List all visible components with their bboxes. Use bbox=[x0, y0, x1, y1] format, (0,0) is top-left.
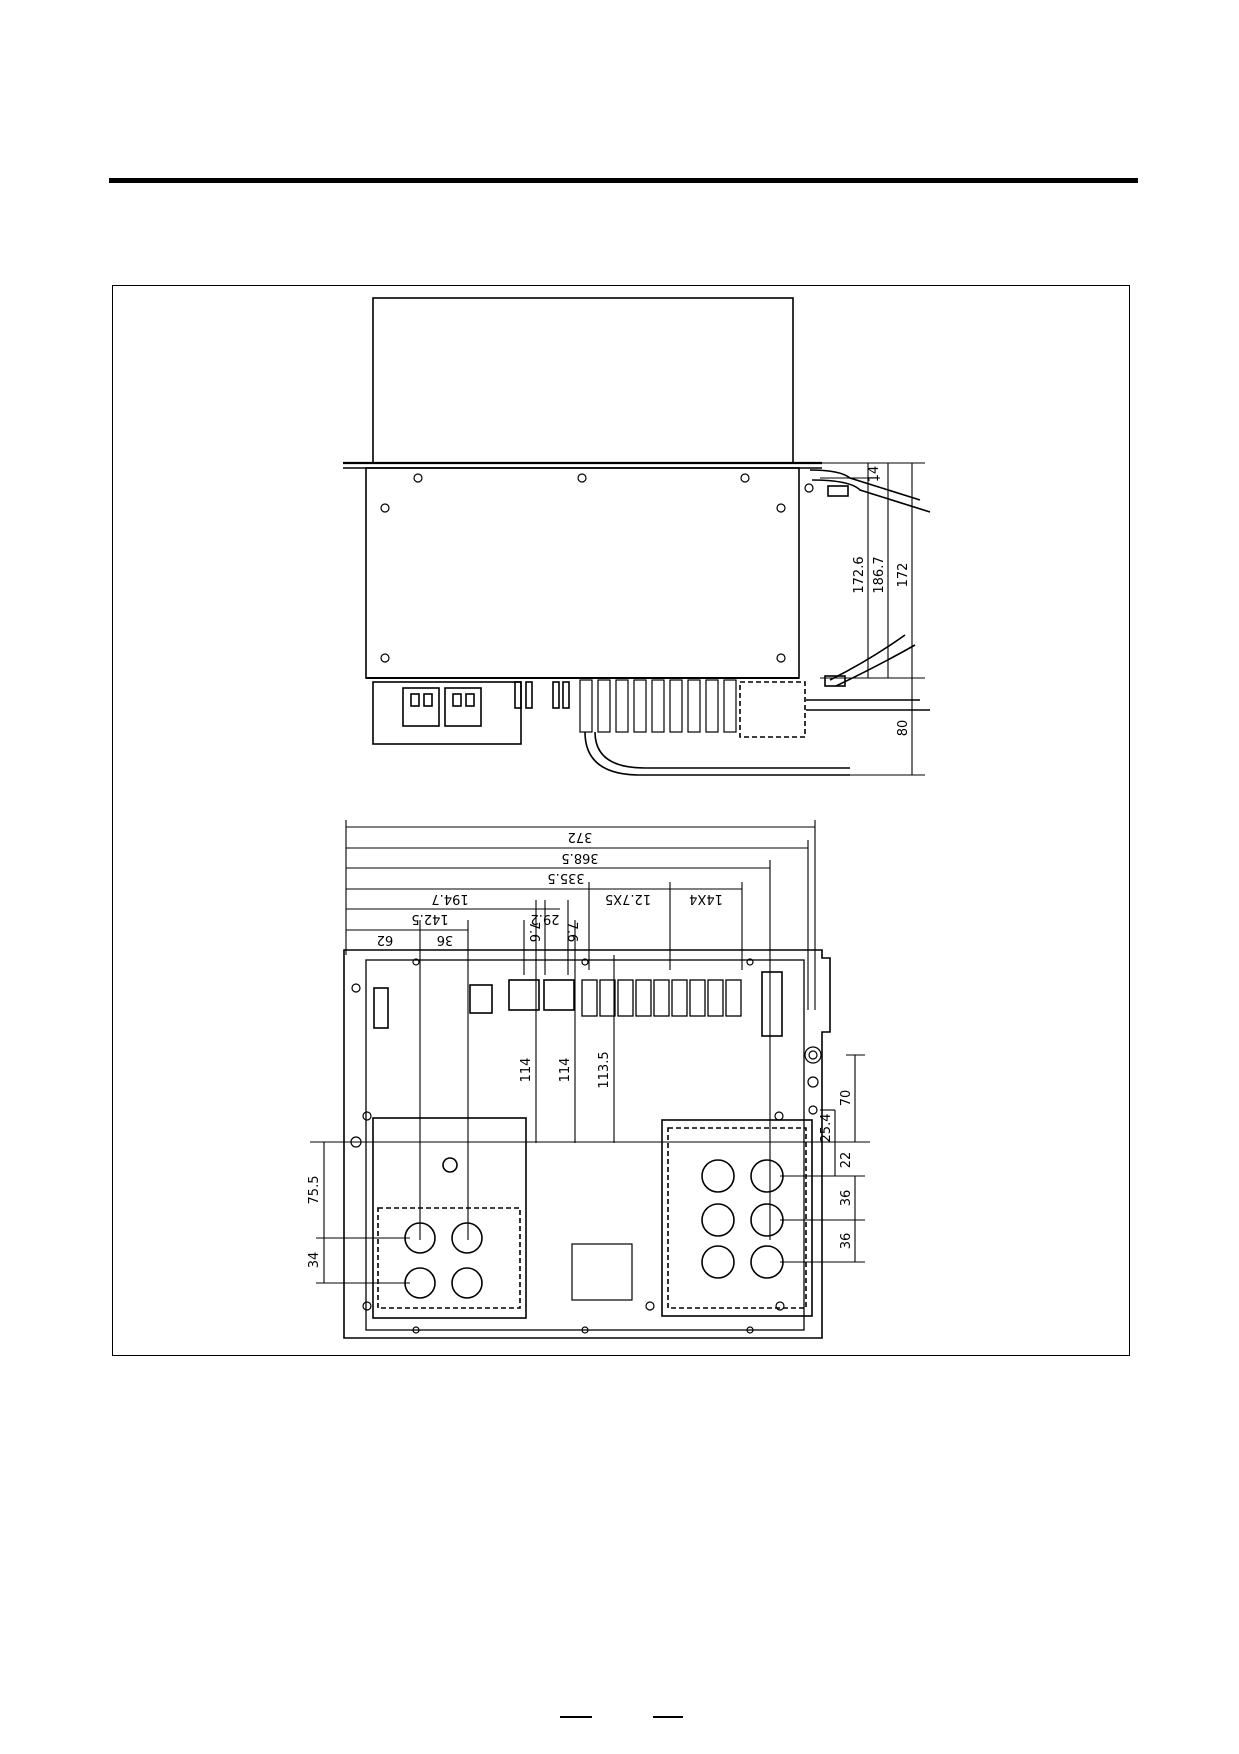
dim-22: 22 bbox=[839, 1152, 854, 1169]
plan-view bbox=[310, 820, 870, 1339]
side-heatsink bbox=[372, 297, 794, 464]
page-number-dash-left bbox=[560, 1716, 592, 1718]
dim-368-5: 368.5 bbox=[561, 850, 598, 865]
dim-36-b: 36 bbox=[839, 1233, 854, 1250]
dim-70: 70 bbox=[839, 1090, 854, 1107]
dim-12-7x5: 12.7X5 bbox=[605, 891, 651, 906]
side-view-labels: 14 172.6 186.7 172 80 bbox=[852, 466, 911, 737]
dim-7-6-b: 7.6 bbox=[564, 922, 579, 943]
dim-29-2: 29.2 bbox=[531, 911, 560, 926]
dim-36: 36 bbox=[437, 932, 454, 947]
header-rule bbox=[109, 178, 1138, 183]
side-breaker-module bbox=[372, 681, 522, 745]
plan-view-right-labels: 70 25.4 22 36 36 bbox=[819, 1090, 854, 1250]
side-view bbox=[343, 297, 931, 776]
page-number-dash-right bbox=[653, 1716, 683, 1718]
dim-142-5: 142.5 bbox=[411, 911, 448, 926]
plan-plate bbox=[343, 949, 831, 1339]
dim-114-b: 114 bbox=[558, 1058, 573, 1083]
dim-36-a: 36 bbox=[839, 1190, 854, 1207]
left-breaker-module bbox=[372, 1117, 527, 1319]
dim-14: 14 bbox=[867, 466, 882, 483]
figure-frame bbox=[112, 285, 1130, 1356]
right-terminal-module bbox=[661, 1119, 813, 1317]
side-body bbox=[365, 467, 800, 679]
dim-25-4: 25.4 bbox=[819, 1114, 834, 1143]
dim-75-5: 75.5 bbox=[307, 1176, 322, 1205]
plan-view-left-labels: 75.5 34 bbox=[307, 1176, 322, 1269]
dim-372: 372 bbox=[568, 829, 593, 844]
plan-view-middle-labels: 114 114 113.5 bbox=[519, 1051, 612, 1088]
dim-80: 80 bbox=[896, 720, 911, 737]
dim-335-5: 335.5 bbox=[547, 870, 584, 885]
dim-114-a: 114 bbox=[519, 1058, 534, 1083]
dim-113-5: 113.5 bbox=[597, 1051, 612, 1088]
plan-view-top-labels: 372 368.5 335.5 194.7 142.5 62 36 29.2 7… bbox=[377, 829, 723, 947]
dim-34: 34 bbox=[307, 1252, 322, 1269]
dim-14x4: 14X4 bbox=[689, 891, 723, 906]
dim-172: 172 bbox=[896, 563, 911, 588]
dim-62: 62 bbox=[377, 932, 394, 947]
dim-172-6: 172.6 bbox=[852, 556, 867, 593]
dim-7-6-a: 7.6 bbox=[526, 922, 541, 943]
dim-186-7: 186.7 bbox=[872, 556, 887, 593]
dim-194-7: 194.7 bbox=[431, 891, 468, 906]
